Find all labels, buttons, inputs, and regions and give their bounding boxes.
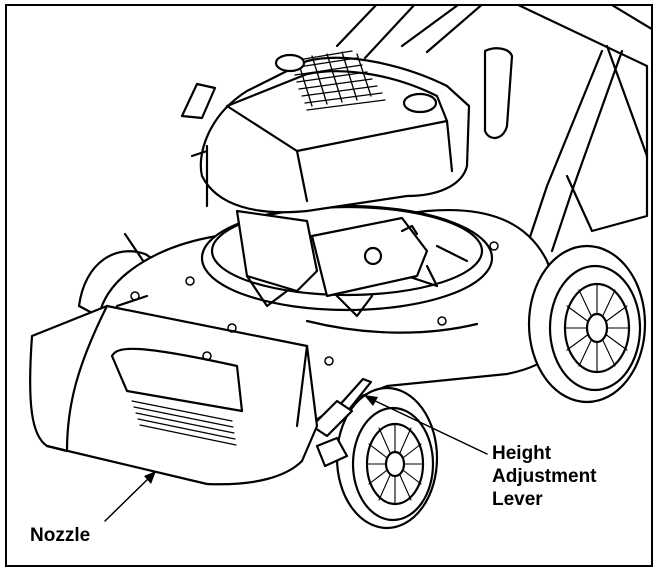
right-wheel [527, 244, 647, 404]
height-lever-label-line3: Lever [492, 489, 543, 510]
deck-bolts [130, 241, 499, 366]
figure-frame: Height Adjustment Lever Nozzle [5, 4, 653, 567]
height-lever-label-line2: Adjustment [492, 466, 597, 487]
nozzle-label: Nozzle [30, 525, 91, 546]
nozzle-leader [104, 475, 152, 522]
height-lever [310, 377, 373, 468]
machine-illustration [29, 6, 651, 530]
front-wheel [335, 386, 439, 530]
height-lever-label-line1: Height [492, 443, 552, 464]
nozzle [29, 304, 319, 486]
height-lever-arrowhead [364, 395, 378, 406]
engine [180, 47, 514, 298]
height-lever-leader [368, 397, 488, 455]
nozzle-arrowhead [144, 471, 156, 484]
height-lever-label: Height Adjustment Lever [492, 442, 597, 511]
